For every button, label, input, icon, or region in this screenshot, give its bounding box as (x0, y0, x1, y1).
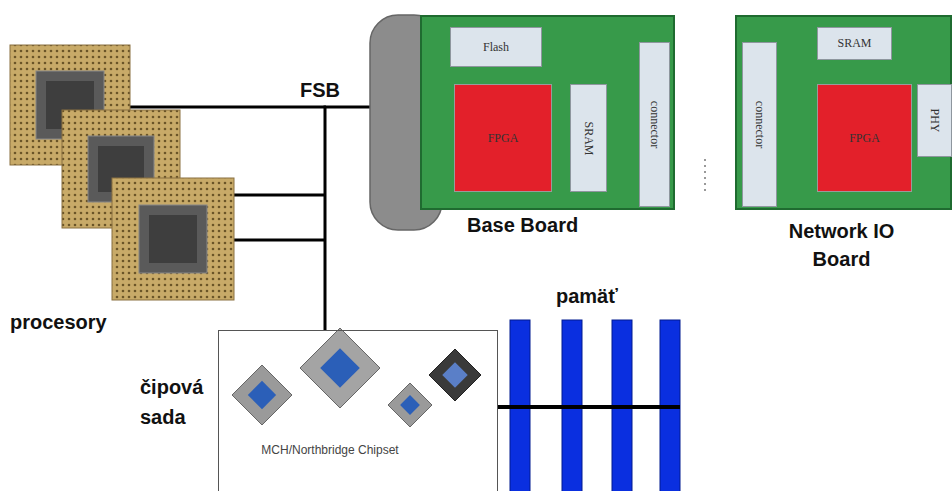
board-title: Network IO Board (759, 217, 924, 273)
memory-bus (498, 405, 680, 409)
group-label: procesory (10, 310, 107, 334)
processor-chip (112, 178, 234, 300)
part-label: SRAM (837, 36, 871, 51)
circuit-board: Network IO BoardconnectorSRAMFPGAPHY (735, 15, 952, 210)
group-label: čipová sada (140, 372, 215, 432)
ellipsis-dots (704, 159, 706, 191)
memory-chip: SRAM (570, 84, 607, 192)
board-link (670, 140, 742, 142)
memory-chip: SRAM (817, 27, 892, 60)
part-label: connector (647, 101, 662, 148)
circuit-board: Base BoardFlashFPGASRAMconnector (420, 15, 675, 210)
bus-label: FSB (300, 78, 340, 102)
part-label: connector (752, 101, 767, 148)
connector-block: connector (742, 42, 777, 207)
fpga-chip: FPGA (454, 84, 552, 192)
part-label: SRAM (581, 121, 596, 155)
part-label: PHY (927, 108, 942, 132)
group-label: pamäť (556, 284, 618, 308)
chipset-chips (232, 328, 481, 427)
board-title: Base Board (467, 214, 578, 237)
part-label: FPGA (849, 131, 880, 146)
memory-chip: Flash (450, 27, 542, 67)
fpga-chip: FPGA (817, 84, 912, 192)
part-label: FPGA (488, 131, 519, 146)
connector-block: connector (639, 42, 670, 207)
phy-chip: PHY (917, 84, 952, 157)
chipset-box: MCH/Northbridge Chipset (218, 330, 498, 491)
part-label: Flash (483, 40, 509, 55)
chip-caption: MCH/Northbridge Chipset (255, 443, 405, 458)
board-link-wires (670, 150, 738, 206)
